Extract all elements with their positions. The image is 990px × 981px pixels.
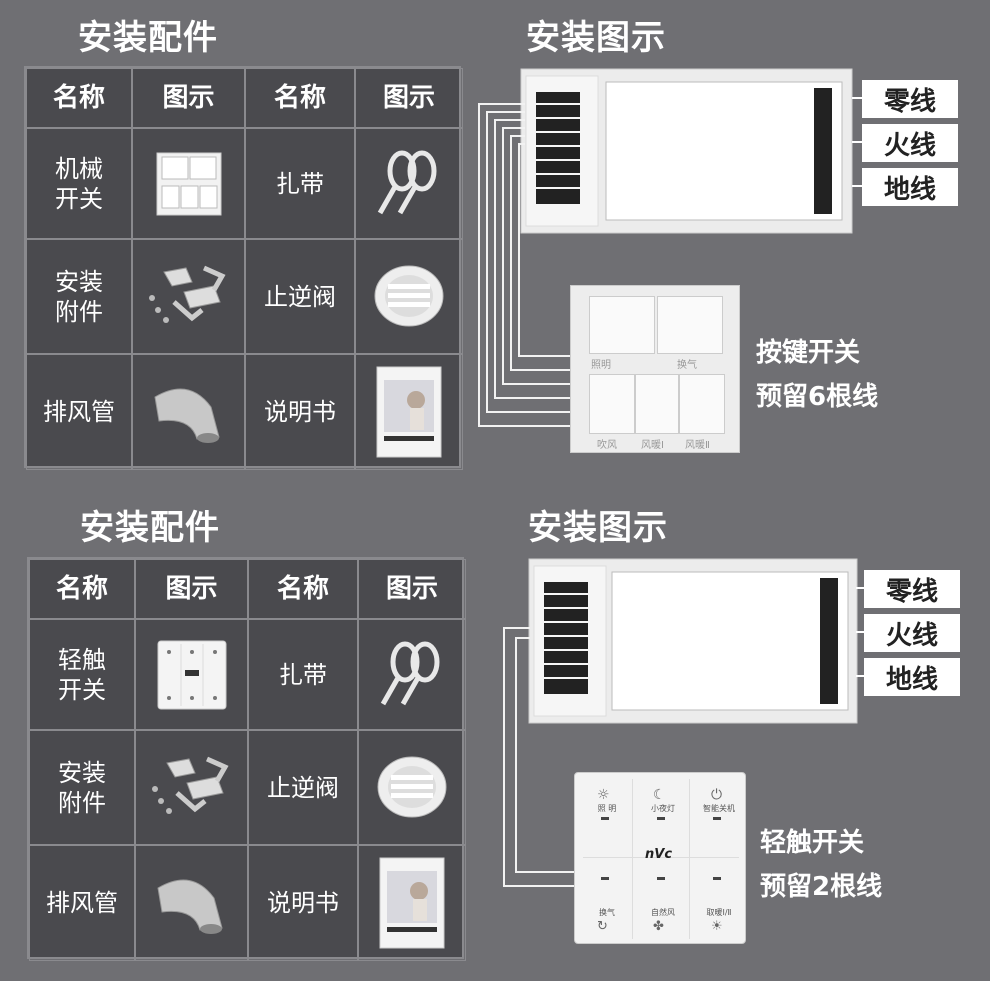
part-name: 扎带 xyxy=(245,128,355,239)
sun-icon: ☀ xyxy=(711,919,723,934)
power-icon: ⏻ xyxy=(711,787,723,803)
moon-icon: ☾ xyxy=(653,787,666,803)
parts-table-2: 名称 图示 名称 图示 轻触开关 扎带 安装附件 止逆阀 排风管 说明书 xyxy=(27,557,466,961)
part-name: 安装附件 xyxy=(26,239,132,354)
diagram-title-1: 安装图示 xyxy=(526,18,666,58)
switch-key-ventilation xyxy=(657,296,723,354)
wiring-lines-2 xyxy=(500,624,590,894)
col-header-name: 名称 xyxy=(26,68,132,128)
col-header-name: 名称 xyxy=(248,559,358,619)
col-header-image: 图示 xyxy=(132,68,245,128)
wire-label-live: 火线 xyxy=(862,124,958,162)
switch-caption-wires-2: 预留2根线 xyxy=(760,872,883,902)
cycle-icon: ↻ xyxy=(597,919,608,934)
check-valve-icon xyxy=(358,730,466,845)
diagram-title-2: 安装图示 xyxy=(528,508,668,548)
switch-key-blow xyxy=(589,374,635,434)
mechanical-switch-panel: 照明 换气 吹风 风暖Ⅰ 风暖Ⅱ xyxy=(570,285,740,453)
label-connector-1 xyxy=(852,80,862,200)
switch-caption-wires-1: 预留6根线 xyxy=(756,382,879,412)
col-header-name: 名称 xyxy=(29,559,135,619)
wire-label-ground: 地线 xyxy=(862,168,958,206)
touch-key-label: 换气 xyxy=(599,908,615,917)
exhaust-duct-icon xyxy=(132,354,245,470)
cable-tie-icon xyxy=(355,128,463,239)
touch-key-label: 自然风 xyxy=(651,908,675,917)
mechanical-switch-icon xyxy=(132,128,245,239)
wire-label-neutral: 零线 xyxy=(862,80,958,118)
manual-booklet-icon xyxy=(355,354,463,470)
part-name: 说明书 xyxy=(245,354,355,470)
col-header-name: 名称 xyxy=(245,68,355,128)
part-name: 止逆阀 xyxy=(245,239,355,354)
wiring-lines-1 xyxy=(475,100,585,430)
cable-tie-icon xyxy=(358,619,466,730)
touch-key-label: 照 明 xyxy=(597,804,617,813)
switch-caption-type-2: 轻触开关 xyxy=(760,828,865,858)
wire-label-neutral: 零线 xyxy=(864,570,960,608)
part-name: 扎带 xyxy=(248,619,358,730)
mounting-bracket-icon xyxy=(132,239,245,354)
check-valve-icon xyxy=(355,239,463,354)
part-name: 说明书 xyxy=(248,845,358,961)
part-name: 排风管 xyxy=(29,845,135,961)
wire-label-ground: 地线 xyxy=(864,658,960,696)
parts-title-1: 安装配件 xyxy=(78,18,218,58)
exhaust-duct-icon xyxy=(135,845,248,961)
col-header-image: 图示 xyxy=(355,68,463,128)
mounting-bracket-icon xyxy=(135,730,248,845)
touch-switch-icon xyxy=(135,619,248,730)
col-header-image: 图示 xyxy=(135,559,248,619)
part-name: 轻触开关 xyxy=(29,619,135,730)
parts-title-2: 安装配件 xyxy=(80,508,220,548)
part-name: 安装附件 xyxy=(29,730,135,845)
col-header-image: 图示 xyxy=(358,559,466,619)
part-name: 机械开关 xyxy=(26,128,132,239)
parts-table-1: 名称 图示 名称 图示 机械开关 扎带 安装附件 止逆阀 排风管 说明书 xyxy=(24,66,463,470)
bulb-icon: ☼ xyxy=(597,787,610,803)
touch-key-label: 智能关机 xyxy=(703,804,735,813)
brand-logo: nVc xyxy=(645,847,673,862)
switch-key-lighting xyxy=(589,296,655,354)
part-name: 排风管 xyxy=(26,354,132,470)
bath-heater-unit-1 xyxy=(520,68,853,234)
touch-key-label: 取暖Ⅰ/Ⅱ xyxy=(706,908,732,917)
bath-heater-unit-2 xyxy=(528,558,858,724)
touch-key-label: 小夜灯 xyxy=(651,804,675,813)
touch-switch-panel: ☼ ☾ ⏻ 照 明 小夜灯 智能关机 nVc 换气 自然风 取暖Ⅰ/Ⅱ ↻ ✤ … xyxy=(574,772,746,944)
wire-label-live: 火线 xyxy=(864,614,960,652)
switch-caption-type-1: 按键开关 xyxy=(756,338,861,368)
fan-icon: ✤ xyxy=(653,919,664,934)
switch-key-heat-1 xyxy=(635,374,679,434)
part-name: 止逆阀 xyxy=(248,730,358,845)
switch-key-heat-2 xyxy=(679,374,725,434)
manual-booklet-icon xyxy=(358,845,466,961)
